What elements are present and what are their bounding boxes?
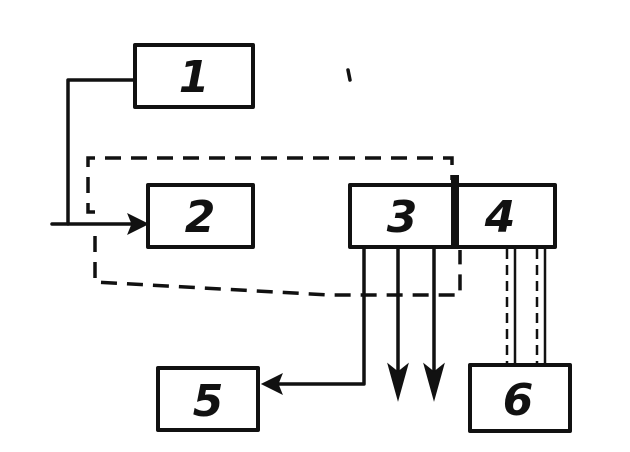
dashed-loop-bottom bbox=[93, 236, 462, 297]
block-3-4-divider bbox=[451, 175, 459, 249]
block-1-frame bbox=[133, 43, 255, 109]
dashed-loop-top bbox=[86, 156, 454, 214]
stray-mark bbox=[346, 68, 352, 82]
block-6: 6 bbox=[468, 363, 572, 433]
block-4: 4 bbox=[453, 183, 557, 249]
block-2-frame bbox=[146, 183, 255, 249]
block-3: 3 bbox=[348, 183, 457, 249]
block-5: 5 bbox=[156, 366, 260, 432]
block-4-label: 4 bbox=[484, 192, 516, 243]
link-3-to-5 bbox=[268, 245, 366, 386]
link-1-to-2 bbox=[66, 78, 142, 226]
block-2-label: 2 bbox=[185, 192, 216, 243]
arrowhead-into-5 bbox=[260, 372, 283, 396]
block-5-frame bbox=[156, 366, 260, 432]
block-5-label: 5 bbox=[193, 376, 224, 427]
block-2: 2 bbox=[146, 183, 255, 249]
block-1-label: 1 bbox=[179, 52, 210, 103]
block-1: 1 bbox=[133, 43, 255, 109]
block-6-frame bbox=[468, 363, 572, 433]
block-6-label: 6 bbox=[503, 375, 534, 426]
block-3-label: 3 bbox=[387, 192, 418, 243]
arrowhead-output-3-b bbox=[423, 362, 445, 402]
arrowhead-output-3-a bbox=[387, 362, 409, 402]
arrowhead-into-2 bbox=[127, 212, 150, 236]
